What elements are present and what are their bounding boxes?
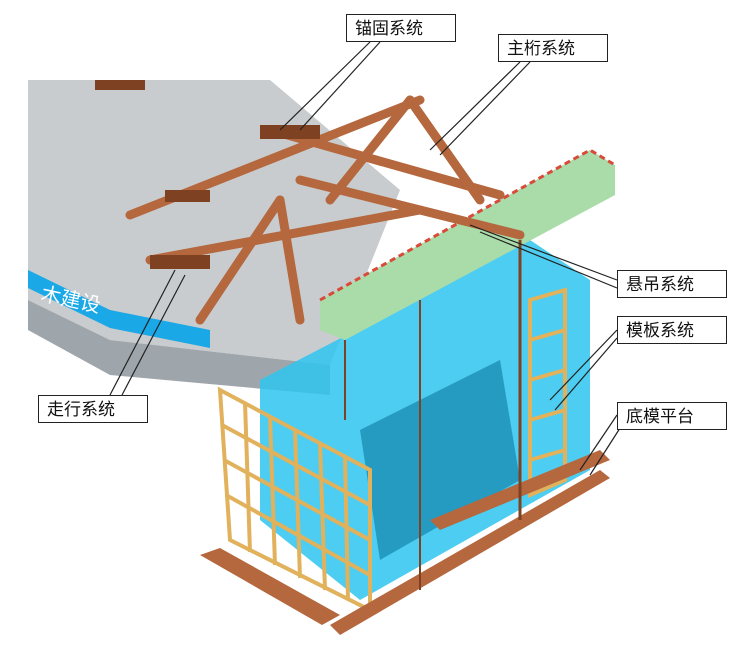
label-bottom-platform: 底模平台 bbox=[617, 402, 727, 430]
formwork-box bbox=[260, 240, 590, 600]
hanging-platform bbox=[319, 148, 616, 590]
leader-lines bbox=[109, 41, 623, 476]
label-formwork-system: 模板系统 bbox=[617, 316, 727, 344]
label-suspension-system: 悬吊系统 bbox=[617, 270, 727, 298]
bridge-deck: 木建设 bbox=[28, 80, 400, 395]
label-anchor-system: 锚固系统 bbox=[346, 14, 456, 42]
label-walking-system: 走行系统 bbox=[38, 395, 148, 423]
anchor-beams bbox=[95, 80, 320, 269]
scaffolding bbox=[217, 287, 567, 614]
label-main-truss-system: 主桁系统 bbox=[498, 34, 608, 62]
